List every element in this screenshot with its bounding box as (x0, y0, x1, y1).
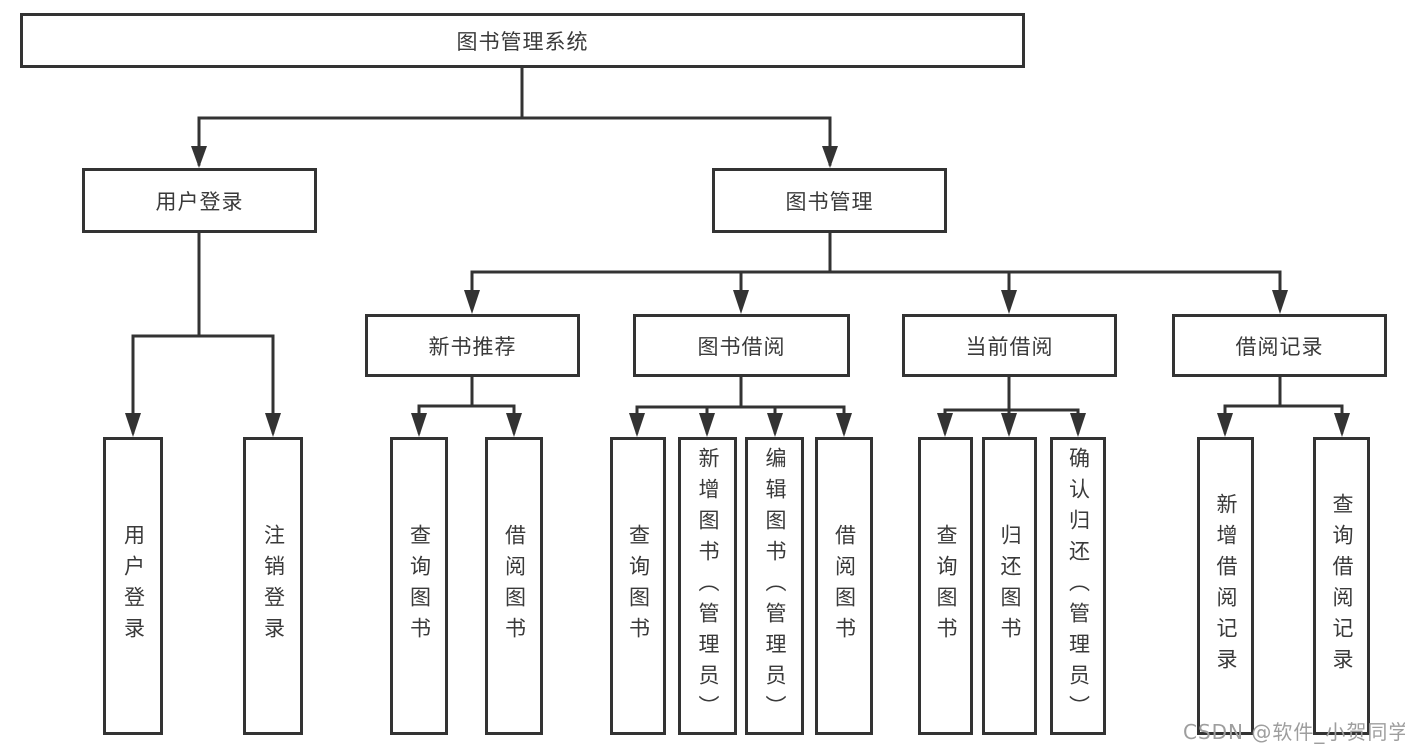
watermark-text: CSDN @软件_小贺同学 (1183, 720, 1405, 744)
leaf-logout: 注销登录 (243, 437, 303, 735)
arrow-icon (1001, 413, 1017, 437)
arrow-icon (836, 413, 852, 437)
leaf-record-query-record: 查询借阅记录 (1313, 437, 1370, 735)
arrow-icon (1272, 290, 1288, 314)
node-new-book-recommend: 新书推荐 (365, 314, 580, 377)
connector-borrow-record-children (1223, 375, 1344, 434)
arrow-icon (937, 413, 953, 437)
leaf-user-login: 用户登录 (103, 437, 163, 735)
arrow-icon (1001, 290, 1017, 314)
node-book-management: 图书管理 (712, 168, 947, 233)
arrow-icon (265, 413, 281, 437)
leaf-borrow-edit-book-admin: 编辑图书（管理员） (745, 437, 804, 735)
arrow-icon (1334, 413, 1350, 437)
arrow-icon (191, 146, 207, 168)
node-user-login: 用户登录 (82, 168, 317, 233)
connector-new-book-recommend-children (417, 375, 516, 434)
arrow-icon (1217, 413, 1233, 437)
arrow-icon (125, 413, 141, 437)
arrow-icon (767, 413, 783, 437)
arrowhead-icons (125, 146, 1350, 437)
node-current-borrow: 当前借阅 (902, 314, 1117, 377)
arrow-icon (629, 413, 645, 437)
leaf-current-confirm-return-admin: 确认归还（管理员） (1050, 437, 1106, 735)
arrow-icon (822, 146, 838, 168)
leaf-borrow-borrow-book: 借阅图书 (815, 437, 873, 735)
arrow-icon (733, 290, 749, 314)
leaf-recommend-query-book: 查询图书 (390, 437, 448, 735)
arrow-icon (464, 290, 480, 314)
arrow-icon (699, 413, 715, 437)
leaf-record-add-record: 新增借阅记录 (1197, 437, 1254, 735)
leaf-borrow-query-book: 查询图书 (610, 437, 666, 735)
leaf-borrow-add-book-admin: 新增图书（管理员） (678, 437, 737, 735)
leaf-recommend-borrow-book: 借阅图书 (485, 437, 543, 735)
connector-book-borrow-children (635, 375, 846, 434)
node-root: 图书管理系统 (20, 13, 1025, 68)
node-borrow-record: 借阅记录 (1172, 314, 1387, 377)
arrow-icon (411, 413, 427, 437)
arrow-icon (506, 413, 522, 437)
leaf-current-return-book: 归还图书 (982, 437, 1037, 735)
node-book-borrow: 图书借阅 (633, 314, 850, 377)
leaf-current-query-book: 查询图书 (918, 437, 973, 735)
connector-user-login-children (131, 231, 275, 434)
connector-book-management-children (470, 231, 1282, 310)
connector-root-to-level2 (197, 66, 832, 166)
arrow-icon (1070, 413, 1086, 437)
